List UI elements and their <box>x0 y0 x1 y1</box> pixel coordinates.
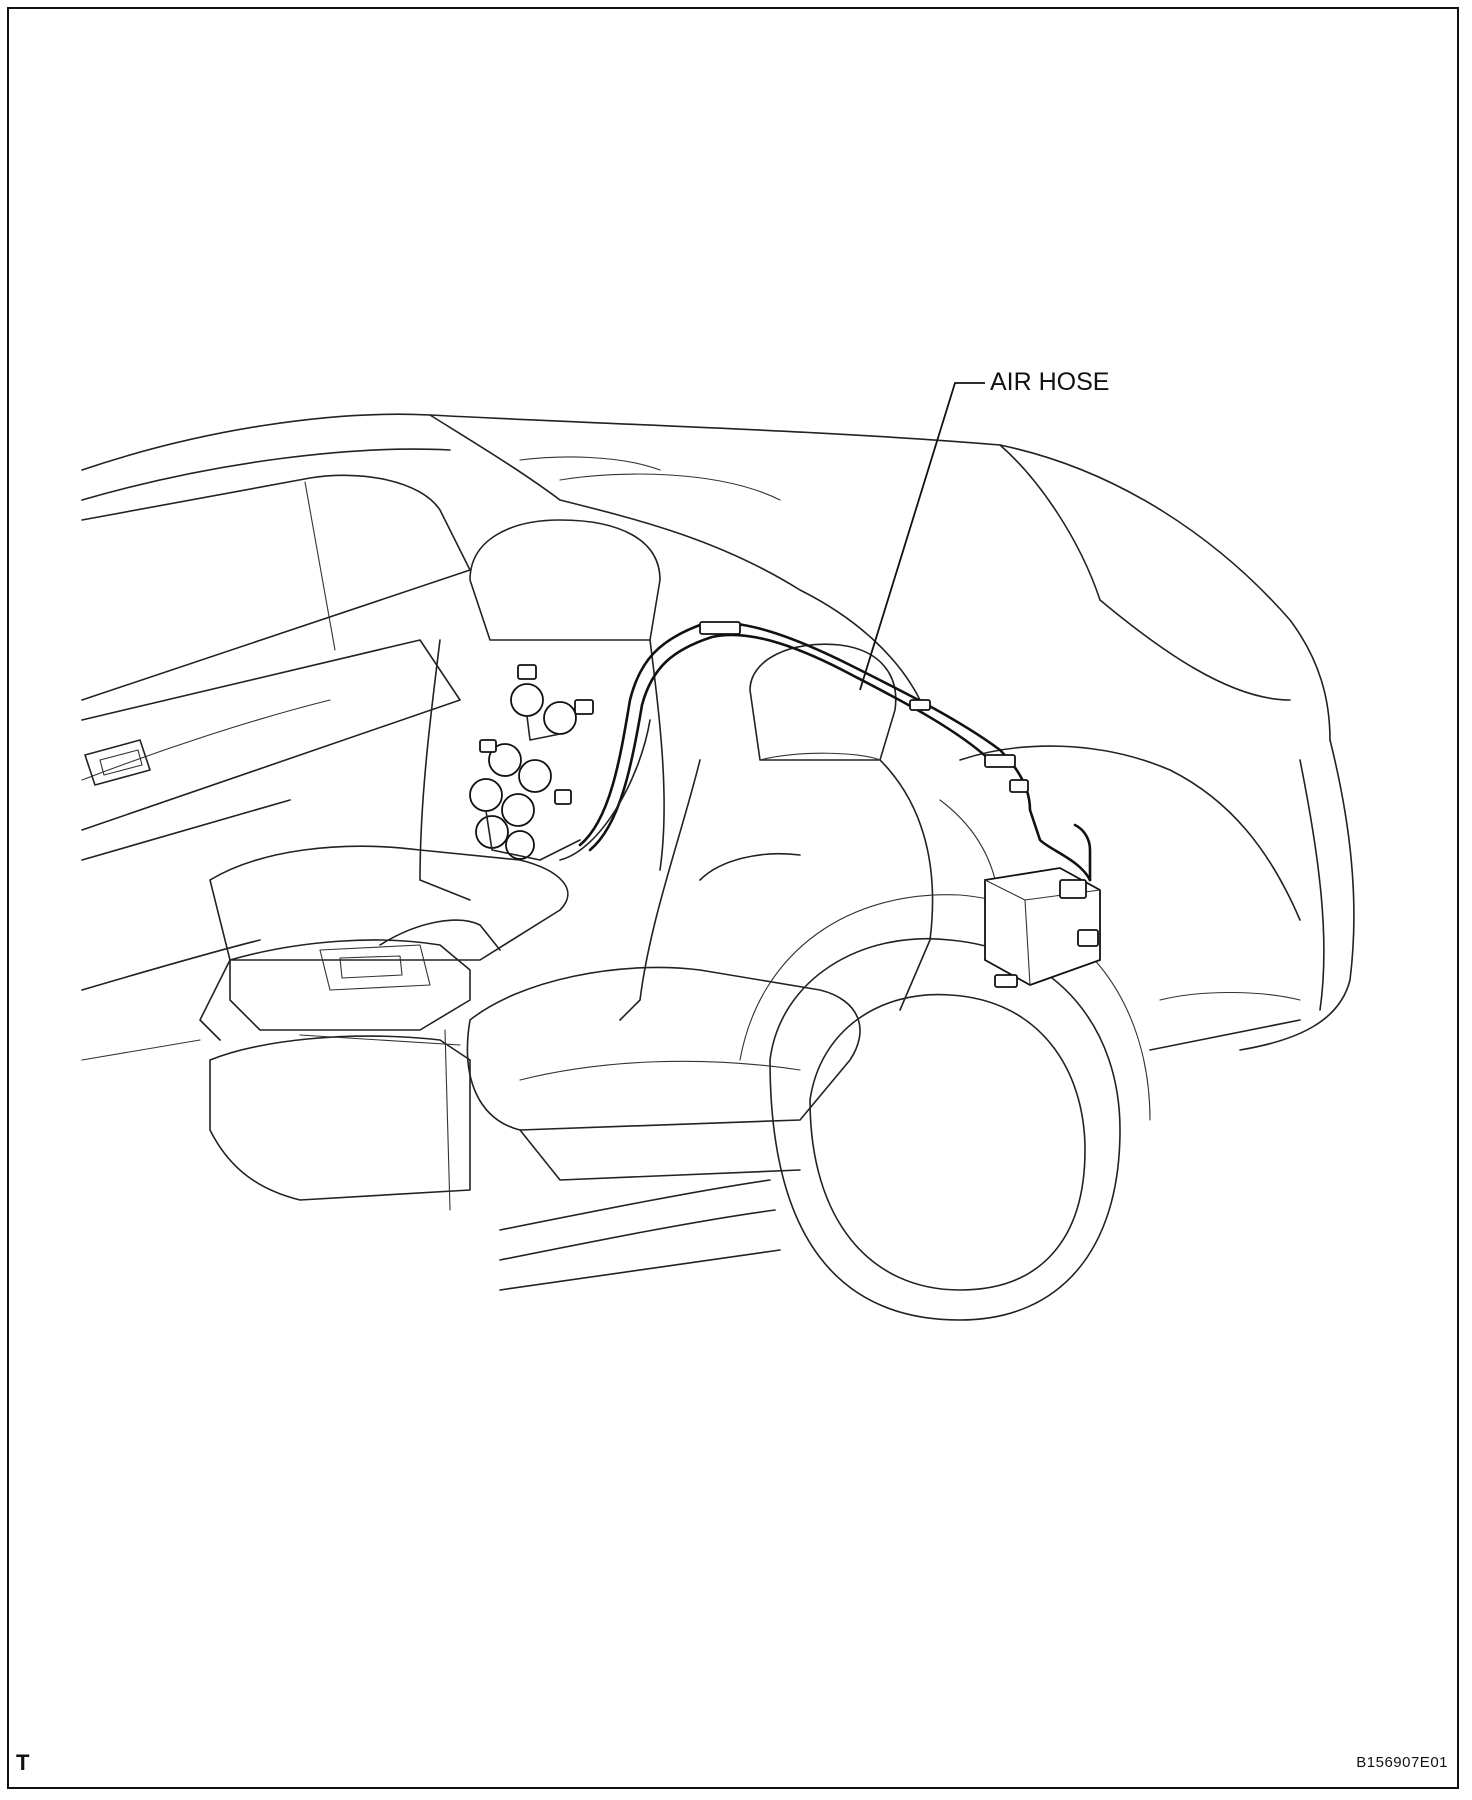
rear-wheel <box>499 894 1151 1321</box>
figure-id: B156907E01 <box>1356 1754 1448 1771</box>
callout-leader <box>859 382 985 691</box>
bladder-cluster <box>469 664 594 861</box>
diagram-frame <box>7 7 1459 1789</box>
front-seat <box>444 643 934 1211</box>
quarter-panel <box>939 745 1301 1051</box>
air-hose-label: AIR HOSE <box>990 368 1110 396</box>
side-door <box>81 474 471 1061</box>
center-armrest <box>209 919 501 1201</box>
rear-seat <box>199 519 665 1041</box>
air-hose <box>559 621 1092 882</box>
car-body-outline <box>81 413 1355 1051</box>
pump-box <box>984 823 1101 988</box>
corner-mark: T <box>16 1750 30 1775</box>
